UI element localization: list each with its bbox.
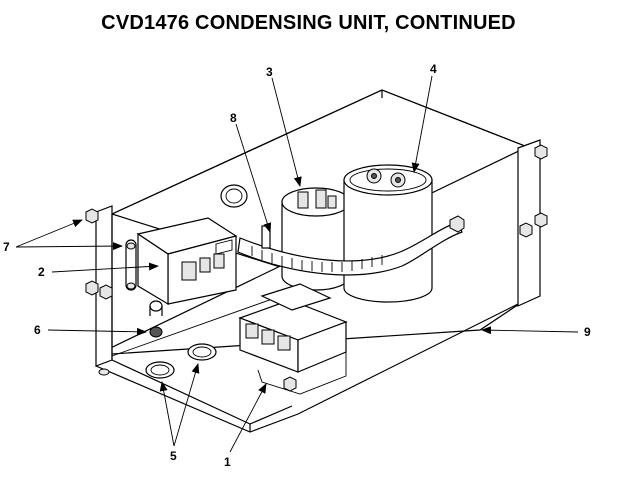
callout-1: 1 — [224, 455, 231, 469]
right-flange-screw-mid — [534, 212, 548, 228]
right-end-panel — [517, 139, 541, 307]
callout-6: 6 — [34, 323, 41, 337]
callout-8: 8 — [230, 111, 237, 125]
left-flange-screw-low2 — [99, 284, 113, 300]
large-capacitor — [343, 164, 433, 303]
terminal-block — [238, 283, 348, 395]
callout-labels: 1 2 3 4 5 6 7 8 9 — [3, 62, 591, 469]
callout-4: 4 — [430, 62, 437, 76]
right-flange-screw-top — [534, 144, 548, 160]
callout-5: 5 — [170, 449, 177, 463]
callout-2: 2 — [38, 265, 45, 279]
callout-7: 7 — [3, 240, 10, 254]
callout-3: 3 — [266, 65, 273, 79]
back-wall-knockout — [220, 184, 248, 208]
relay-component — [125, 217, 238, 306]
left-flange-screw-low — [85, 280, 99, 296]
base-knockouts — [145, 343, 217, 379]
page-title: CVD1476 CONDENSING UNIT, CONTINUED — [101, 12, 516, 34]
callout-9: 9 — [584, 325, 591, 339]
leader-lines — [15, 75, 579, 453]
bushing — [149, 300, 163, 338]
right-flange-screw-low — [519, 222, 533, 238]
left-flange-screw-top — [85, 208, 99, 224]
